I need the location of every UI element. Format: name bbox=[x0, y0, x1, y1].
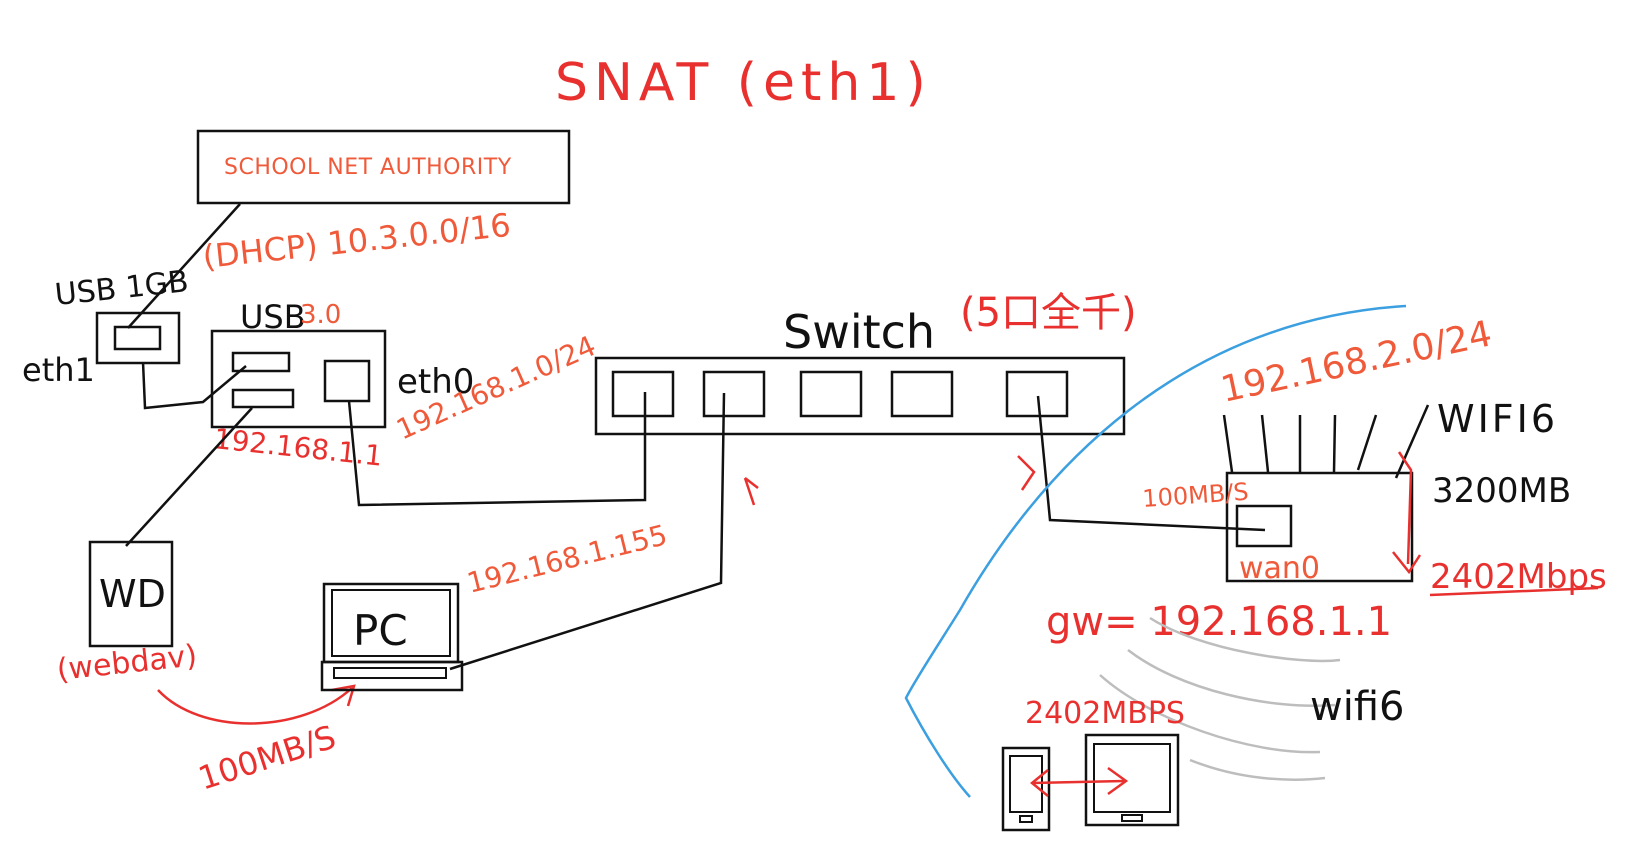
tablet-outer bbox=[1084, 733, 1180, 827]
pc-screen-inner bbox=[331, 589, 451, 657]
wan-label: wan0 bbox=[1239, 551, 1320, 586]
wifi-wave-2 bbox=[1127, 649, 1336, 707]
gateway-label: gw= 192.168.1.1 bbox=[1046, 599, 1392, 645]
switch-port-4 bbox=[890, 370, 954, 418]
device-sync-arrowhead-left bbox=[1030, 769, 1049, 797]
device-speed-label: 2402MBPS bbox=[1025, 696, 1185, 731]
webdav-label: (webdav) bbox=[55, 638, 199, 688]
wd-to-pc-arrowhead bbox=[331, 684, 356, 707]
pc-to-switch-link bbox=[449, 392, 726, 671]
antenna-6 bbox=[1394, 404, 1430, 479]
wifi6-small-label: wifi6 bbox=[1310, 684, 1404, 730]
switch-note-label: (5口全千) bbox=[960, 290, 1137, 336]
wd-to-pc-arrow bbox=[157, 687, 353, 725]
switch-to-wifi-router-link bbox=[1036, 395, 1266, 532]
tablet-screen bbox=[1093, 743, 1171, 813]
wd-pc-speed-label: 100MB/S bbox=[194, 718, 341, 798]
pc-label: PC bbox=[353, 606, 408, 655]
wifi-router-wan-speed-label: 100MB/S bbox=[1141, 478, 1249, 513]
usb-dongle-box bbox=[95, 311, 181, 365]
school-net-authority-box bbox=[196, 129, 571, 205]
router-usb-label: USB bbox=[240, 298, 306, 336]
wifi-speed-underline bbox=[1429, 586, 1599, 597]
authority-to-usb-link bbox=[127, 203, 241, 329]
switch-port-3 bbox=[799, 370, 863, 418]
wifi-router-wan-port bbox=[1235, 504, 1293, 548]
router-box bbox=[210, 329, 387, 429]
pc-keyboard-keys bbox=[333, 667, 447, 679]
router-wan-mark bbox=[1017, 455, 1036, 491]
phone-button bbox=[1019, 815, 1033, 823]
eth1-label: eth1 bbox=[22, 351, 95, 389]
router-to-switch-link bbox=[347, 392, 647, 507]
wd-drive-label: WD bbox=[99, 572, 166, 616]
snat-title: SNAT (eth1) bbox=[555, 53, 932, 113]
router-usb-version-label: 3.0 bbox=[300, 300, 341, 330]
router-usb-port-1 bbox=[231, 351, 291, 373]
dhcp-subnet-label: (DHCP) 10.3.0.0/16 bbox=[201, 206, 513, 276]
switch-uplink-mark bbox=[743, 477, 759, 506]
switch-box bbox=[594, 356, 1126, 436]
usb-dongle-port bbox=[113, 325, 162, 351]
wifi-wave-4 bbox=[1189, 758, 1326, 781]
router-to-wd-link bbox=[125, 407, 253, 547]
wifi6-label: WIFI6 bbox=[1437, 397, 1558, 441]
school-net-authority-label: SCHOOL NET AUTHORITY bbox=[224, 155, 512, 180]
wifi-router-box bbox=[1225, 471, 1414, 583]
wd-drive-box bbox=[88, 540, 174, 648]
switch-port-1 bbox=[611, 370, 675, 418]
antenna-1 bbox=[1222, 414, 1234, 473]
pc-ip-label: 192.168.1.155 bbox=[464, 518, 671, 600]
switch-label: Switch bbox=[783, 305, 935, 359]
antenna-5 bbox=[1356, 414, 1378, 471]
tablet-button bbox=[1121, 814, 1143, 822]
router-speed-label: 3200MB bbox=[1432, 471, 1571, 511]
phone-outer bbox=[1001, 746, 1051, 832]
wifi-wave-1 bbox=[1149, 616, 1341, 663]
device-sync-arrow bbox=[1031, 779, 1125, 785]
device-sync-arrowhead-right bbox=[1107, 766, 1129, 796]
dongle-to-router-link bbox=[141, 361, 247, 410]
switch-port-5 bbox=[1005, 370, 1069, 418]
gateway-ip-label: 192.168.1.1 bbox=[212, 422, 384, 473]
antenna-4 bbox=[1332, 414, 1337, 473]
router-usb-port-2 bbox=[231, 388, 295, 409]
antenna-2 bbox=[1260, 414, 1270, 473]
pc-keyboard-base bbox=[320, 660, 464, 692]
wifi-wave-3 bbox=[1099, 674, 1321, 754]
router-eth0-port bbox=[323, 359, 371, 403]
usb-1gb-label: USB 1GB bbox=[53, 264, 190, 313]
wifi-speed-bracket bbox=[1392, 451, 1422, 575]
network-boundary-curve bbox=[904, 304, 1407, 798]
eth0-label: eth0 bbox=[397, 362, 474, 402]
switch-port-2 bbox=[702, 370, 766, 418]
